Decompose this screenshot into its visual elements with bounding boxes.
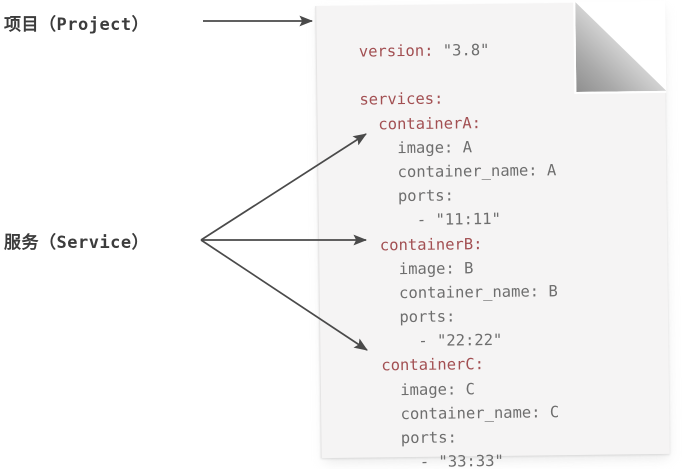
yaml-line: image: B: [361, 255, 557, 282]
yaml-line: containerB:: [361, 231, 557, 258]
yaml-key: containerB:: [379, 234, 483, 254]
paper-surface: version: "3.8" services: containerA: ima…: [315, 0, 670, 469]
yaml-line: services:: [359, 86, 555, 113]
yaml-value: B: [538, 282, 558, 301]
yaml-indent: [362, 332, 418, 351]
yaml-code-block: version: "3.8" services: containerA: ima…: [359, 37, 560, 469]
yaml-indent: [360, 115, 379, 133]
yaml-key: container_name:: [400, 403, 541, 423]
yaml-value: A: [537, 161, 557, 180]
yaml-line: image: A: [360, 134, 556, 161]
yaml-line: container_name: B: [362, 279, 558, 306]
yaml-line: ports:: [362, 303, 558, 330]
yaml-indent: [361, 236, 380, 254]
yaml-key: image:: [397, 138, 454, 157]
yaml-indent: [361, 211, 417, 230]
yaml-key: - "22:22": [418, 331, 503, 351]
label-project: 项目（Project）: [4, 15, 150, 35]
yaml-key: - "33:33": [419, 452, 504, 469]
yaml-indent: [360, 163, 398, 181]
yaml-value: "3.8": [433, 41, 490, 60]
yaml-indent: [361, 260, 399, 278]
yaml-line: version: "3.8": [359, 37, 555, 64]
yaml-key: container_name:: [398, 282, 540, 303]
yaml-line: containerC:: [363, 352, 559, 379]
yaml-line: - "33:33": [364, 448, 560, 469]
yaml-value: C: [540, 403, 560, 422]
yaml-line: ports:: [363, 424, 559, 451]
yaml-line: - "11:11": [361, 207, 557, 234]
yaml-indent: [362, 308, 400, 326]
yaml-value: C: [456, 379, 476, 399]
yaml-indent: [360, 187, 398, 205]
yaml-key: container_name:: [397, 161, 538, 182]
yaml-indent: [363, 357, 382, 375]
yaml-indent: [363, 381, 401, 399]
yaml-indent: [363, 405, 401, 423]
yaml-key: ports:: [399, 307, 456, 327]
yaml-indent: [364, 453, 420, 469]
yaml-indent: [362, 284, 400, 302]
yaml-key: services:: [359, 89, 444, 109]
yaml-value: B: [454, 258, 474, 278]
yaml-line: image: C: [363, 376, 559, 403]
yaml-blank-line: [359, 61, 555, 88]
yaml-key: containerC:: [381, 355, 485, 375]
yaml-line: containerA:: [360, 110, 556, 137]
yaml-line: - "22:22": [362, 327, 558, 354]
yaml-line: container_name: C: [363, 400, 559, 427]
yaml-line: container_name: A: [360, 158, 557, 185]
yaml-indent: [363, 429, 401, 447]
yaml-key: image:: [400, 380, 457, 399]
yaml-key: image:: [398, 259, 455, 278]
yaml-paper-sheet: version: "3.8" services: containerA: ima…: [315, 0, 670, 469]
yaml-indent: [360, 139, 398, 157]
yaml-key: version:: [358, 41, 434, 61]
yaml-key: ports:: [400, 428, 457, 448]
yaml-key: containerA:: [378, 113, 482, 133]
yaml-value: A: [453, 137, 473, 157]
yaml-key: - "11:11": [416, 210, 501, 230]
yaml-key: ports:: [397, 186, 455, 206]
label-service: 服务（Service）: [4, 233, 150, 253]
yaml-line: ports:: [360, 182, 556, 209]
